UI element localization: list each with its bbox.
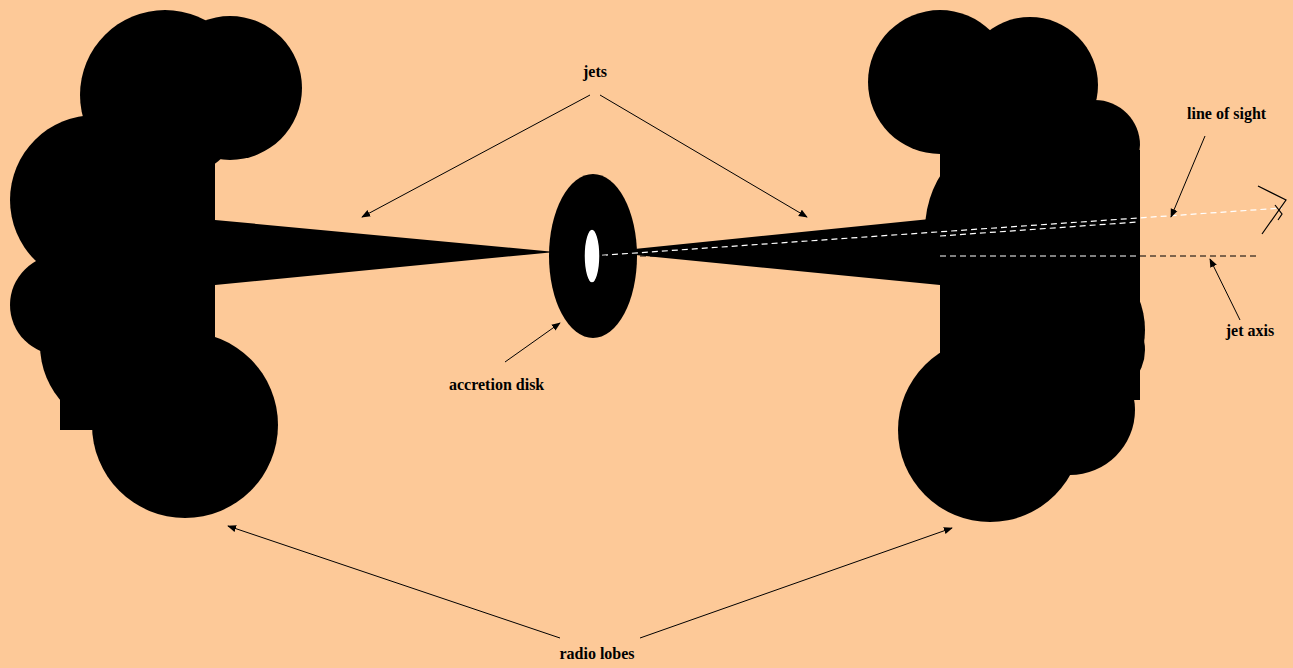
eye-symbol (1258, 186, 1286, 234)
text-label: accretion disk (449, 376, 544, 394)
text-label: jets (583, 63, 607, 81)
jet (215, 220, 555, 285)
text-label: radio lobes (559, 645, 634, 663)
line-of-sight (940, 222, 1138, 236)
line-of-sight (592, 208, 1282, 256)
text-label: jet axis (1226, 322, 1274, 340)
leader-lines (228, 95, 1240, 638)
text-label: line of sight (1187, 105, 1266, 123)
jet-axis-line (600, 255, 1260, 256)
jet-axis-line (940, 255, 1140, 256)
